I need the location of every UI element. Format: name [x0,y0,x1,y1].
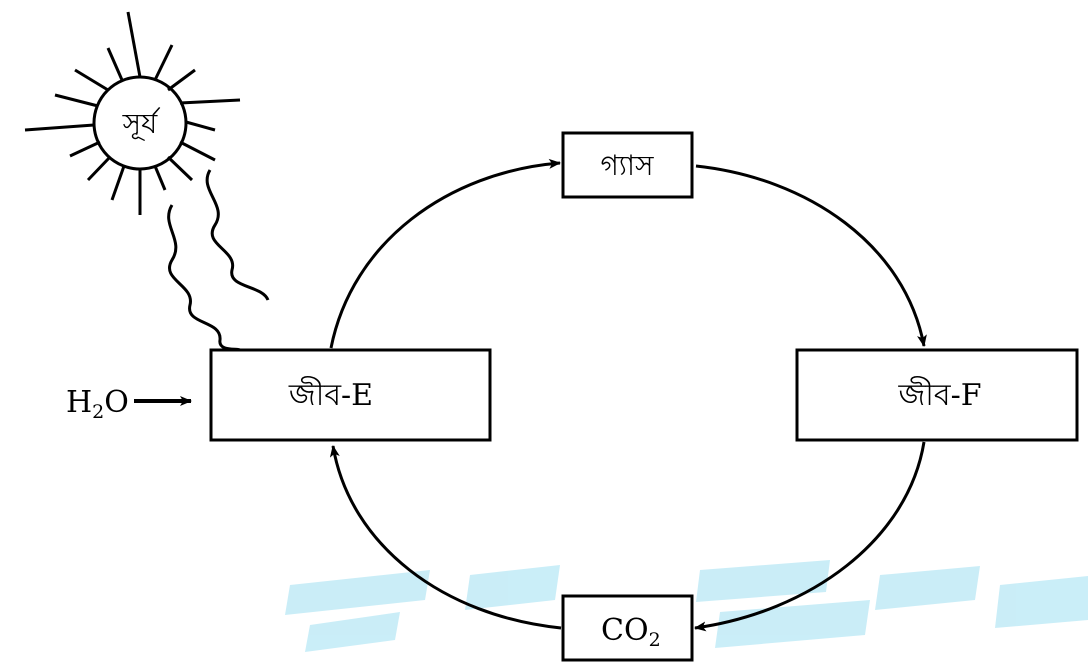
arrow-e-to-gas [329,158,561,349]
gas-label: গ্যাস [600,149,654,182]
arrow-co2-to-e [329,445,562,630]
sun-label: সূর্য [122,107,161,141]
organism-f-label: জীব-F [897,376,981,413]
organism-f-box [795,348,1079,442]
co2-box [561,594,694,662]
organism-e-label: জীব-E [288,376,373,413]
water-label: H2O [66,385,129,423]
sun: সূর্য [24,11,241,215]
gas-box [561,131,694,199]
organism-e-box [209,348,492,442]
sunlight-waves-icon [167,169,270,352]
watermark [285,560,1088,652]
sun-rays-icon [24,11,241,215]
arrow-f-to-co2 [694,441,926,632]
cycle-arrows [329,158,927,632]
arrow-gas-to-f [695,164,927,347]
co2-label: CO2 [601,613,661,651]
